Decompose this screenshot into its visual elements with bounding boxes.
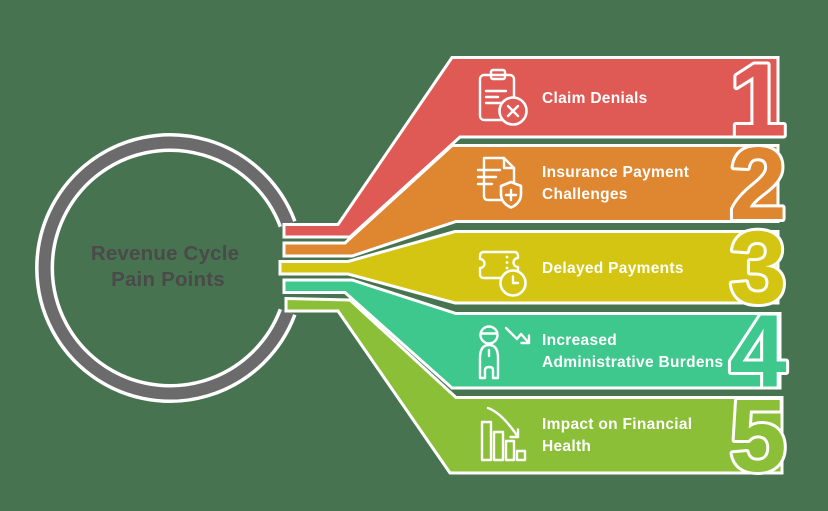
item-number: 4 (729, 294, 786, 409)
item-label: Delayed Payments (542, 260, 684, 277)
declining-bar-chart-icon (480, 406, 527, 462)
item-number: 5 (729, 378, 786, 493)
item-number: 2 (729, 126, 786, 241)
person-declining-arrow-icon (478, 325, 531, 380)
circle-ring (38, 136, 294, 400)
band-shape-3 (278, 230, 780, 305)
center-circle-ring (35, 133, 297, 403)
pain-point-row-4: Increased Administrative Burdens 4 (282, 278, 790, 412)
band-shape-2 (282, 144, 780, 258)
item-number: 1 (729, 43, 786, 158)
item-label: Increased Administrative Burdens (542, 332, 723, 371)
clipboard-x-icon (478, 68, 528, 126)
pain-point-row-1: Claim Denials 1 (282, 40, 790, 239)
item-label: Insurance Payment Challenges (542, 164, 694, 203)
pain-point-row-5: Impact on Financial Health 5 (284, 296, 790, 496)
pain-point-row-2: Insurance Payment Challenges 2 (282, 123, 790, 258)
band-shape-4 (282, 278, 782, 390)
item-label: Claim Denials (542, 90, 648, 107)
center-title-line1: Revenue Cycle (91, 242, 239, 265)
band-shape-1 (282, 56, 780, 239)
ticket-clock-icon (478, 250, 527, 297)
pain-point-row-3: Delayed Payments 3 (278, 207, 790, 328)
center-title-line2: Pain Points (111, 268, 225, 291)
document-shield-plus-icon (476, 156, 523, 209)
center-title: Revenue Cycle Pain Points (91, 242, 245, 291)
band-shape-5 (284, 296, 784, 475)
item-label: Impact on Financial Health (542, 416, 697, 455)
item-number: 3 (729, 210, 786, 325)
